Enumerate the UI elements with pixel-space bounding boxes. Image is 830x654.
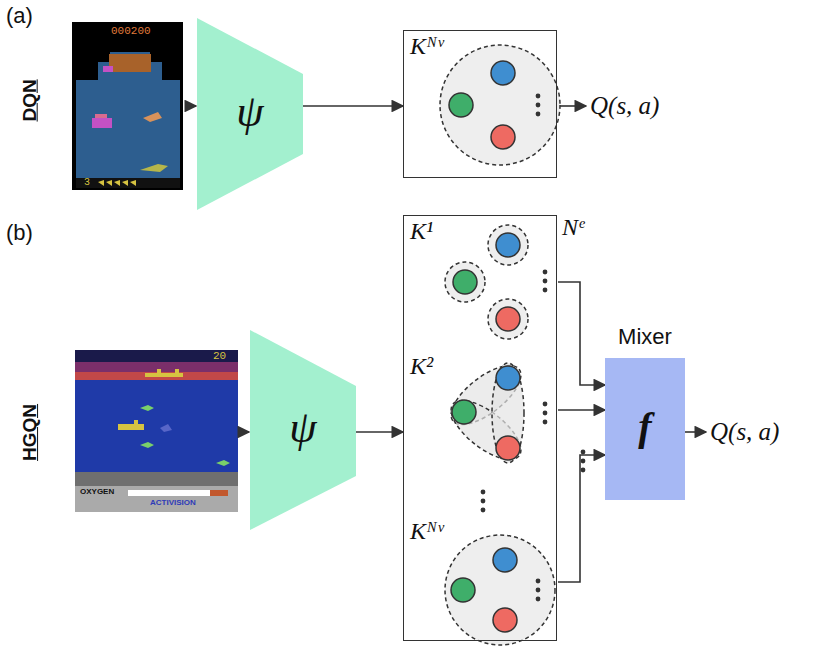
set-label: Kᴺᵛ: [410, 33, 444, 60]
oxygen-text: OXYGEN: [80, 488, 114, 497]
brand-text: ACTIVISION: [150, 499, 196, 508]
encoder-trapezoid: ψ: [197, 18, 303, 210]
value-circles: [440, 45, 560, 165]
value-circles: [442, 355, 548, 470]
score-text: 000200: [111, 25, 151, 37]
value-circles: [445, 535, 555, 645]
method-name: HGQN: [20, 403, 41, 460]
output-box: Kᴺᵛ: [403, 30, 557, 178]
method-name: DQN: [20, 79, 41, 121]
hyperedge-group: K¹: [404, 216, 558, 346]
connector-arrow: [558, 282, 605, 385]
lives-text: 3: [84, 177, 90, 188]
encoder-symbol: ψ: [197, 86, 303, 137]
hyperedge-count: Nᵉ: [562, 214, 584, 241]
set-label: K¹: [410, 218, 433, 245]
connector-arrow: [558, 409, 605, 411]
trapezoid-fill: [250, 330, 356, 530]
mixer-heading: Mixer: [605, 324, 685, 350]
mixer-box: Mixerf: [605, 358, 685, 500]
q-value-label: Q(s, a): [590, 92, 659, 120]
hypergraph-box: NᵉK¹K²Kᴺᵛ: [403, 215, 557, 641]
encoder-trapezoid: ψ: [250, 330, 356, 530]
hyperedge-group: Kᴺᵛ: [404, 516, 558, 640]
mixer-symbol: f: [605, 403, 685, 450]
connector-arrow: [356, 431, 403, 433]
value-circles: [445, 225, 547, 339]
hyperedge-group: K²: [404, 351, 558, 491]
connector-arrow: [558, 455, 605, 582]
game-screenshot: [75, 350, 238, 512]
encoder-symbol: ψ: [250, 402, 356, 453]
panel-label: (a): [6, 4, 33, 28]
set-label: K²: [410, 353, 433, 380]
connector-arrow: [303, 105, 403, 107]
trapezoid-fill: [197, 18, 303, 210]
set-label: Kᴺᵛ: [410, 518, 444, 545]
game-screenshot: [72, 22, 183, 190]
ellipsis: [481, 450, 586, 513]
panel-label: (b): [6, 221, 33, 245]
q-value-label: Q(s, a): [710, 418, 779, 446]
score-text: 20: [213, 350, 226, 362]
